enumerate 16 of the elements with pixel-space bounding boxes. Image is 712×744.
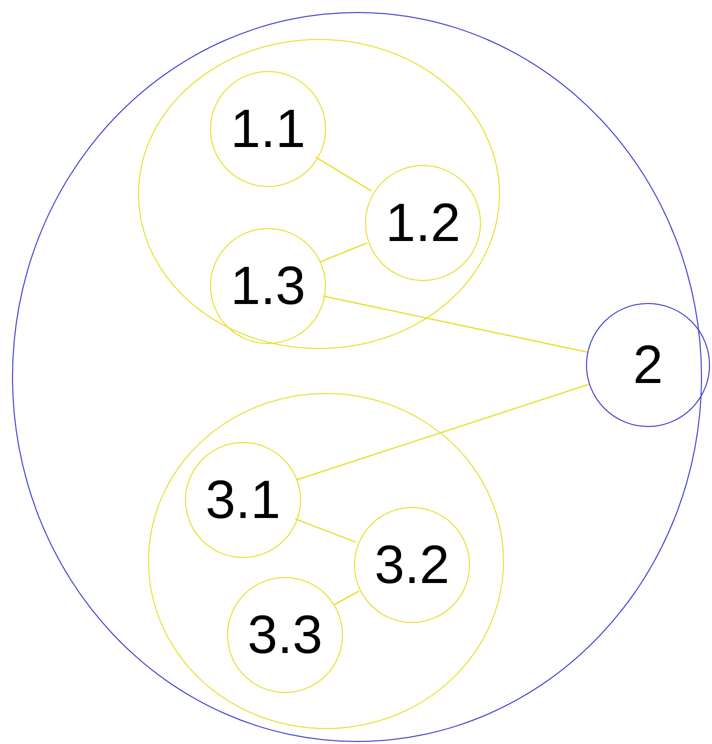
connector-line xyxy=(333,590,360,606)
node-circle: 3.3 xyxy=(227,577,343,693)
node-circle: 2 xyxy=(586,303,710,427)
group-ellipse xyxy=(12,12,702,742)
connector-line xyxy=(322,295,588,353)
connector-line xyxy=(296,384,590,481)
connector-line xyxy=(315,156,372,192)
node-circle: 3.1 xyxy=(185,442,301,558)
node-circle: 1.1 xyxy=(210,71,326,187)
node-circle: 1.3 xyxy=(210,228,326,344)
group-ellipse xyxy=(138,39,500,349)
node-circle: 1.2 xyxy=(365,165,481,281)
node-circle: 3.2 xyxy=(354,507,470,623)
group-ellipse xyxy=(148,393,504,729)
connector-line xyxy=(294,518,356,543)
connector-line xyxy=(319,242,368,263)
